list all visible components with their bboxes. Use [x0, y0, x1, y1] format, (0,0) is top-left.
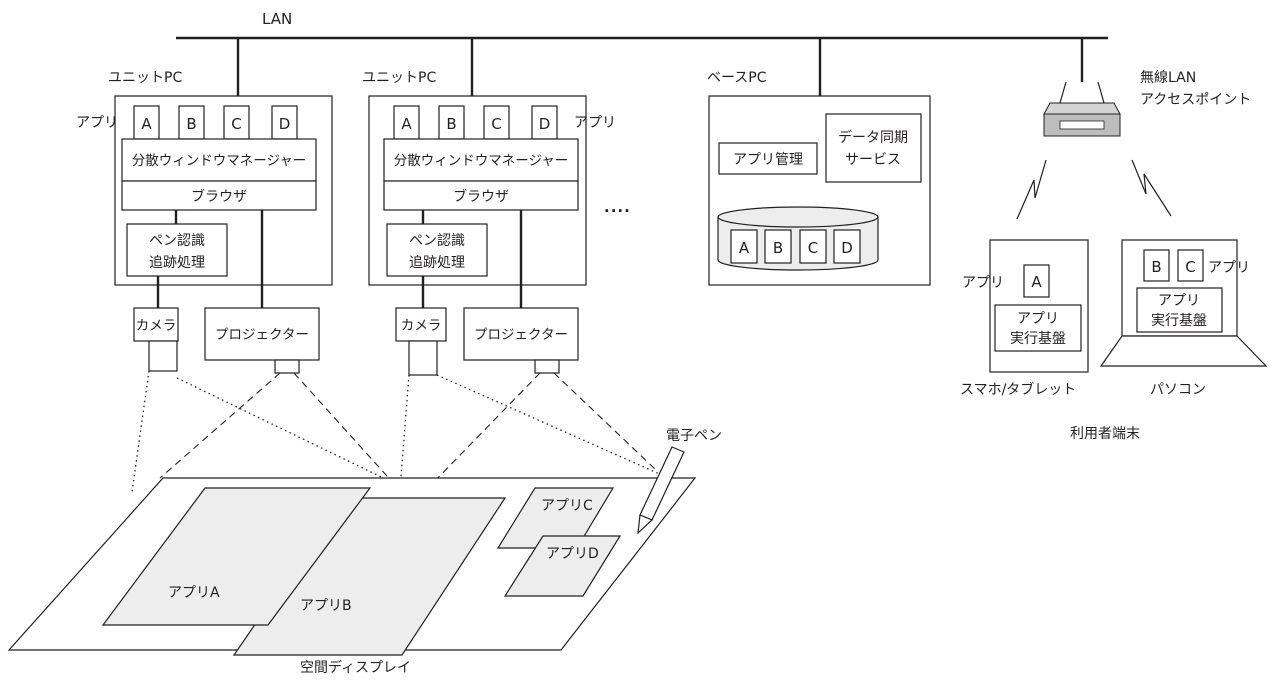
projector-beam-line [294, 373, 396, 486]
projector-beam-line [428, 373, 540, 488]
pen-tracking-label: ペン認識 [409, 233, 465, 249]
stored-app-label: B [773, 239, 783, 257]
unit-pc-2: ユニットPC アプリ A B C D 分散ウィンドウマネージャー ブラウザ ペン… [362, 70, 616, 375]
projector-lens [535, 360, 559, 373]
camera-view-line [132, 371, 149, 492]
projector-label: プロジェクター [474, 327, 568, 343]
app-slot-label: A [401, 115, 412, 133]
antenna-left [1060, 82, 1066, 103]
camera-label: カメラ [136, 318, 177, 334]
wireless-access-point: 無線LAN アクセスポイント [1017, 70, 1251, 219]
apps-label: アプリ [574, 115, 616, 131]
projector-lens [275, 360, 299, 373]
pen-tracking-label: 追跡処理 [409, 255, 465, 271]
laptop-caption: パソコン [1150, 382, 1206, 398]
app-slot-label: C [1185, 258, 1195, 276]
display-caption: 空間ディスプレイ [300, 659, 411, 676]
pen-tracking-label: ペン認識 [149, 233, 205, 249]
app-management-label: アプリ管理 [733, 152, 803, 168]
app-window-label: アプリA [168, 585, 220, 601]
apps-label: アプリ [76, 115, 118, 131]
data-sync-box [826, 114, 921, 182]
wireless-signal-icon [1017, 160, 1046, 219]
stored-app-label: D [841, 239, 853, 257]
runtime-label: アプリ [1017, 311, 1059, 327]
router-led-panel [1060, 121, 1104, 129]
app-slot-label: D [279, 115, 291, 133]
app-slot-label: B [446, 115, 456, 133]
database-top [718, 207, 878, 227]
browser-label: ブラウザ [453, 188, 509, 205]
app-slot-label: C [491, 115, 501, 133]
runtime-label: 実行基盤 [1151, 312, 1207, 329]
app-slot-label: B [1151, 258, 1161, 276]
user-terminals-caption: 利用者端末 [1070, 426, 1140, 442]
pen-label: 電子ペン [666, 428, 722, 444]
data-sync-label: サービス [845, 152, 901, 168]
projector-beam-line [554, 373, 656, 470]
more-units-ellipsis: .... [604, 198, 631, 216]
base-pc: ベースPC データ同期 サービス アプリ管理 A B C D [707, 70, 930, 285]
window-manager-label: 分散ウィンドウマネージャー [394, 153, 569, 169]
antenna-right [1098, 82, 1104, 103]
app-repository-database: A B C D [718, 207, 878, 270]
app-window-label: アプリB [300, 598, 352, 614]
browser-label: ブラウザ [191, 188, 247, 205]
laptop-terminal: B C アプリ アプリ 実行基盤 パソコン [1101, 240, 1266, 398]
projector-label: プロジェクター [215, 327, 309, 343]
runtime-label: 実行基盤 [1010, 330, 1066, 347]
smartphone-caption: スマホ/タブレット [960, 381, 1076, 398]
camera-label: カメラ [401, 318, 442, 334]
router-top [1044, 103, 1120, 114]
access-point-label: アクセスポイント [1140, 92, 1251, 108]
camera-view-line [437, 375, 664, 476]
wireless-signal-icon [1132, 160, 1171, 216]
lan-label: LAN [262, 10, 292, 28]
unit-pc-title: ユニットPC [108, 70, 182, 86]
apps-label: アプリ [1208, 260, 1250, 276]
pen-tracking-label: 追跡処理 [149, 255, 205, 271]
app-window-label: アプリD [546, 546, 599, 562]
unit-pc-1: ユニットPC アプリ A B C D 分散ウィンドウマネージャー ブラウザ ペン… [76, 70, 332, 373]
smartphone-terminal: アプリ A アプリ 実行基盤 スマホ/タブレット [960, 240, 1088, 398]
data-sync-label: データ同期 [838, 129, 908, 146]
app-slot-label: D [539, 115, 551, 133]
base-pc-title: ベースPC [707, 70, 767, 86]
camera-lens [149, 341, 177, 371]
unit-pc-title: ユニットPC [362, 70, 436, 86]
stored-app-label: A [739, 239, 750, 257]
stored-app-label: C [808, 239, 818, 257]
projector-beam-line [160, 373, 280, 478]
camera-view-line [177, 378, 404, 488]
runtime-label: アプリ [1158, 293, 1200, 309]
app-slot-label: C [231, 115, 241, 133]
access-point-label: 無線LAN [1140, 70, 1196, 86]
app-slot-label: A [1031, 273, 1042, 291]
window-manager-label: 分散ウィンドウマネージャー [132, 153, 307, 169]
camera-lens [409, 341, 437, 375]
apps-label: アプリ [962, 275, 1004, 291]
camera-view-line [400, 375, 409, 489]
app-slot-label: A [141, 115, 152, 133]
spatial-display: アプリB アプリA アプリC アプリD 空間ディスプレイ [9, 478, 695, 676]
laptop-keyboard [1101, 336, 1266, 366]
app-slot-label: B [186, 115, 196, 133]
app-window-label: アプリC [541, 498, 593, 514]
